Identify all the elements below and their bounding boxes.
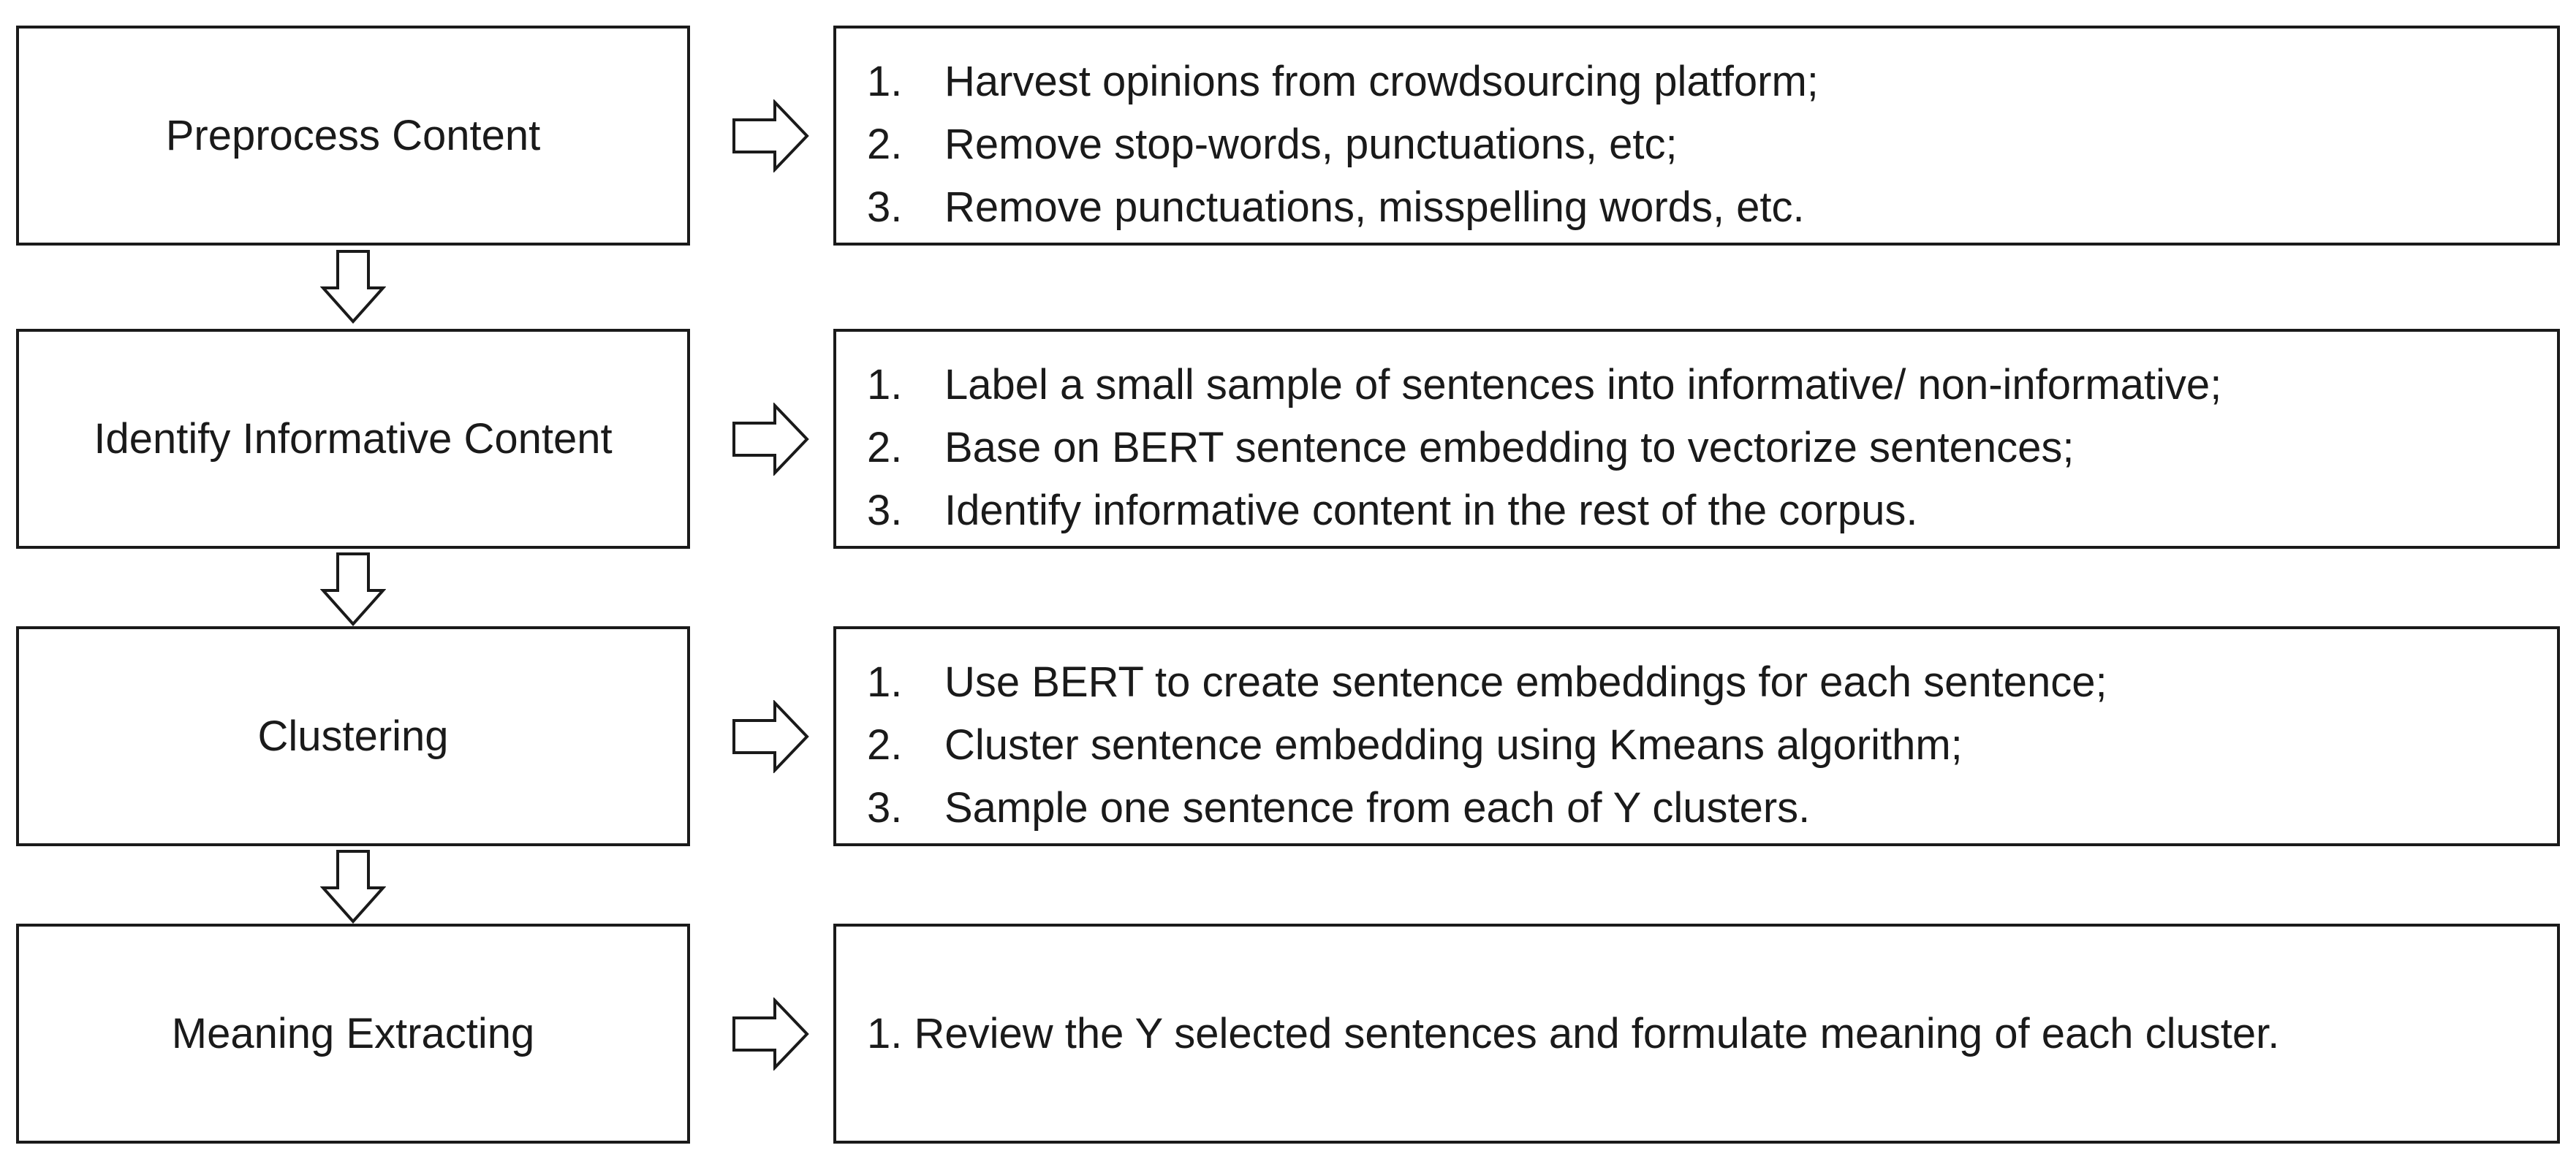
down-arrow-icon bbox=[320, 551, 386, 627]
right-arrow-icon bbox=[731, 403, 811, 476]
detail-number: 2. bbox=[867, 121, 903, 168]
detail-box-meaning-extracting: 1. Review the Y selected sentences and f… bbox=[833, 924, 2560, 1144]
detail-number: 1. bbox=[867, 361, 903, 408]
detail-number: 3. bbox=[867, 183, 903, 231]
detail-number: 2. bbox=[867, 721, 903, 769]
detail-item: 1. Use BERT to create sentence embedding… bbox=[867, 651, 2528, 714]
detail-text: Label a small sample of sentences into i… bbox=[944, 361, 2222, 408]
down-arrow-icon bbox=[320, 248, 386, 324]
detail-number: 3. bbox=[867, 784, 903, 832]
detail-number: 1. bbox=[867, 658, 903, 706]
step-box-preprocess-content: Preprocess Content bbox=[16, 26, 690, 246]
right-arrow-icon bbox=[731, 99, 811, 172]
detail-item: 3. Identify informative content in the r… bbox=[867, 479, 2528, 542]
step-title: Preprocess Content bbox=[165, 112, 541, 159]
detail-number: 3. bbox=[867, 487, 903, 534]
down-arrow-icon bbox=[320, 848, 386, 924]
detail-text: Harvest opinions from crowdsourcing plat… bbox=[944, 58, 1819, 105]
step-title: Identify Informative Content bbox=[94, 415, 613, 463]
detail-item: 2. Cluster sentence embedding using Kmea… bbox=[867, 714, 2528, 777]
detail-box-clustering: 1. Use BERT to create sentence embedding… bbox=[833, 626, 2560, 846]
right-arrow-icon bbox=[731, 997, 811, 1071]
detail-text: Base on BERT sentence embedding to vecto… bbox=[944, 424, 2075, 471]
detail-number: 1. bbox=[867, 58, 903, 105]
detail-item: 2. Remove stop-words, punctuations, etc; bbox=[867, 113, 2528, 176]
detail-item: 1. Harvest opinions from crowdsourcing p… bbox=[867, 50, 2528, 113]
detail-text: Identify informative content in the rest… bbox=[944, 487, 1918, 534]
detail-text: Sample one sentence from each of Y clust… bbox=[944, 784, 1811, 832]
step-title: Meaning Extracting bbox=[171, 1010, 535, 1057]
detail-number: 2. bbox=[867, 424, 903, 471]
detail-text: Cluster sentence embedding using Kmeans … bbox=[944, 721, 1963, 769]
step-box-meaning-extracting: Meaning Extracting bbox=[16, 924, 690, 1144]
detail-item: 3. Sample one sentence from each of Y cl… bbox=[867, 777, 2528, 840]
detail-box-identify-informative-content: 1. Label a small sample of sentences int… bbox=[833, 329, 2560, 549]
step-box-identify-informative-content: Identify Informative Content bbox=[16, 329, 690, 549]
detail-item: 3. Remove punctuations, misspelling word… bbox=[867, 176, 2528, 239]
step-box-clustering: Clustering bbox=[16, 626, 690, 846]
detail-item: 1. Label a small sample of sentences int… bbox=[867, 354, 2528, 417]
detail-item: 2. Base on BERT sentence embedding to ve… bbox=[867, 417, 2528, 479]
detail-text: Use BERT to create sentence embeddings f… bbox=[944, 658, 2107, 706]
detail-text: Remove stop-words, punctuations, etc; bbox=[944, 121, 1678, 168]
detail-box-preprocess-content: 1. Harvest opinions from crowdsourcing p… bbox=[833, 26, 2560, 246]
detail-text: 1. Review the Y selected sentences and f… bbox=[867, 1010, 2280, 1057]
right-arrow-icon bbox=[731, 700, 811, 773]
step-title: Clustering bbox=[257, 712, 449, 760]
detail-text: Remove punctuations, misspelling words, … bbox=[944, 183, 1805, 231]
